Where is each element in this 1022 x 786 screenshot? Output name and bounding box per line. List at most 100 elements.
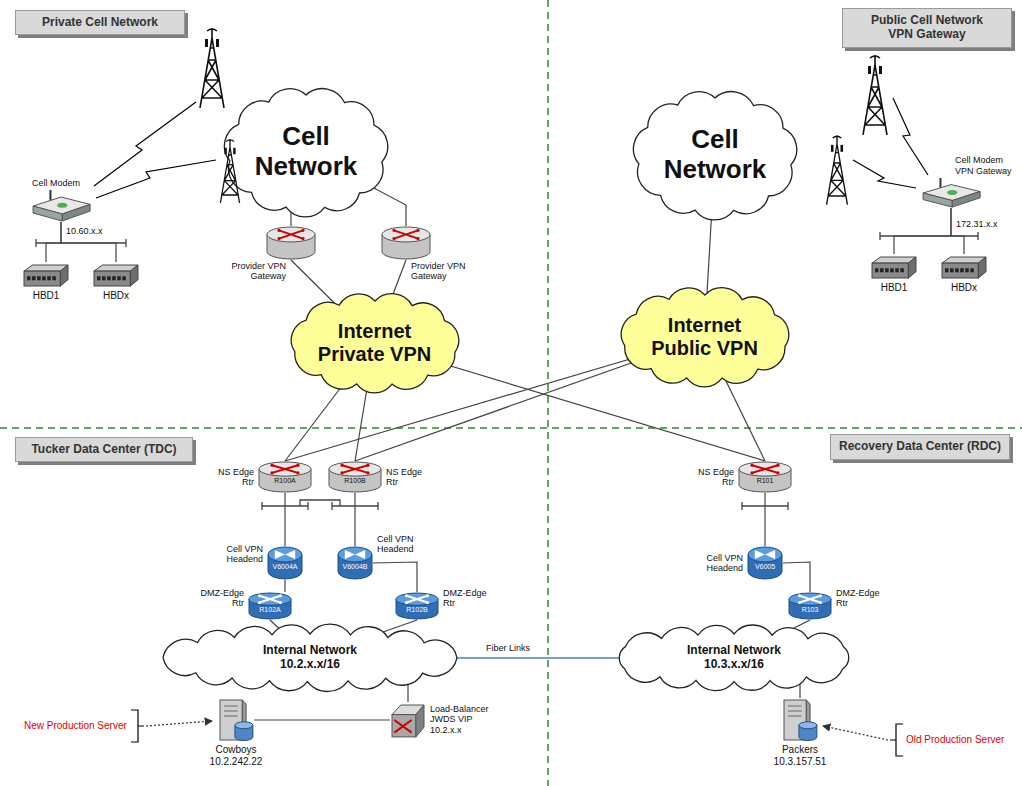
text-holder: Private Cell Network — [42, 16, 158, 30]
hbd-part — [950, 268, 954, 272]
server-part — [788, 716, 802, 717]
modem-part — [947, 190, 957, 195]
brtr-part — [798, 601, 801, 604]
internet-vpn-cloud: Internet Public VPN — [610, 282, 800, 392]
cloud-part — [163, 624, 457, 691]
hbd-part — [945, 268, 949, 272]
cell-tower — [827, 135, 848, 204]
node-label: HBDx — [951, 282, 977, 294]
server-part — [806, 700, 810, 724]
bus-bars — [36, 232, 978, 510]
node-label: Packers 10.3.157.51 — [765, 744, 835, 767]
node-label: V6005 — [755, 563, 775, 571]
text-holder: V6004A — [267, 563, 303, 571]
vpn-part — [345, 550, 365, 559]
node-title: Cell Network — [246, 122, 366, 182]
node-label: R102B — [406, 606, 427, 614]
section-header: Public Cell Network VPN Gateway — [842, 8, 1012, 48]
node-label: NS Edge Rtr — [694, 467, 734, 488]
router-part — [270, 464, 273, 467]
network-link — [254, 719, 390, 720]
subnet-label: 172.31.x.x — [956, 219, 998, 229]
router-part — [366, 464, 369, 467]
node-title: Recovery Data Center (RDC) — [839, 440, 1001, 454]
hbd-part — [885, 268, 889, 272]
modem-part — [952, 192, 980, 208]
hbd-part — [872, 263, 908, 278]
internal-network-cloud: Internal Network 10.2.x.x/16 — [150, 621, 470, 695]
node-title: Internal Network 10.2.x.x/16 — [250, 644, 370, 672]
node-label: DMZ-Edge Rtr — [443, 588, 489, 609]
wireless-link — [893, 98, 928, 175]
network-link — [951, 208, 964, 254]
server-part — [242, 700, 246, 724]
hbd-part — [908, 257, 916, 278]
hbd-part — [900, 268, 904, 272]
lb-part — [394, 720, 411, 733]
cell-network-cloud: Cell Network — [625, 85, 805, 225]
node-title: Tucker Data Center (TDC) — [31, 443, 176, 457]
modem-part — [923, 193, 952, 207]
hbd-shape — [870, 254, 918, 280]
brtr-part — [789, 593, 831, 605]
text-holder: Internet Public VPN — [640, 314, 770, 360]
router-part — [392, 237, 395, 240]
router-part — [259, 462, 311, 476]
cell-tower — [220, 139, 239, 203]
text-holder: Cell Network — [655, 125, 775, 185]
text-holder: R103 — [788, 606, 832, 614]
network-link — [284, 493, 285, 546]
node-label: Cell VPN Headend — [699, 553, 743, 574]
modem-shape — [920, 178, 982, 208]
cloud-part — [224, 89, 387, 217]
node-label: HBD1 — [881, 282, 908, 294]
router-part — [329, 462, 381, 476]
router-part — [301, 237, 304, 240]
wireless-link — [853, 160, 916, 188]
router-part — [776, 464, 779, 467]
hbd-part — [890, 268, 894, 272]
router-part — [340, 471, 343, 474]
internal-network-cloud: Internal Network 10.3.x.x/16 — [598, 621, 870, 695]
hbd-part — [955, 268, 959, 272]
router-part — [382, 227, 430, 242]
brtr-part — [405, 594, 408, 597]
router-part — [296, 471, 299, 474]
brtr-part — [798, 594, 801, 597]
cloud-part — [619, 625, 848, 691]
node-label: Cell Modem — [32, 178, 80, 188]
cell-vpn-headend: V6005Cell VPN Headend — [747, 546, 783, 580]
node-label: R103 — [802, 606, 819, 614]
network-link — [46, 222, 61, 262]
text-holder: Load-Balancer JWDS VIP 10.2.x.x — [430, 704, 496, 735]
hbd-part — [107, 276, 111, 280]
hbd-shape — [940, 254, 988, 280]
modem-part — [33, 206, 62, 221]
cell-tower — [863, 55, 887, 135]
cell-network-cloud: Cell Network — [216, 82, 396, 222]
section-header: Recovery Data Center (RDC) — [830, 434, 1010, 460]
node-label: Load-Balancer JWDS VIP 10.2.x.x — [430, 704, 496, 735]
text-holder: Provider VPN Gateway — [411, 261, 471, 282]
hbd-part — [37, 276, 41, 280]
router-part — [267, 227, 315, 242]
text-holder: Provider VPN Gateway — [226, 261, 286, 282]
cell-tower — [200, 28, 224, 108]
text-holder: Cell Modem — [32, 178, 80, 188]
router-part — [750, 464, 753, 467]
modem-part — [62, 204, 90, 221]
text-holder: HBDx — [951, 282, 977, 294]
node-label: HBDx — [103, 290, 129, 302]
hbd-part — [52, 276, 56, 280]
hbd-part — [102, 276, 106, 280]
dmz-edge-router: R103DMZ-Edge Rtr — [788, 592, 832, 620]
node-label: V6004B — [343, 563, 368, 571]
text-holder: NS Edge Rtr — [386, 467, 426, 488]
hbd-part — [60, 265, 68, 286]
network-link — [894, 208, 951, 254]
production-server: Cowboys 10.2.242.22 — [218, 698, 254, 742]
leader-arrow — [823, 726, 888, 740]
hbd-device: HBD1 — [22, 262, 70, 288]
brtr-part — [260, 596, 281, 603]
